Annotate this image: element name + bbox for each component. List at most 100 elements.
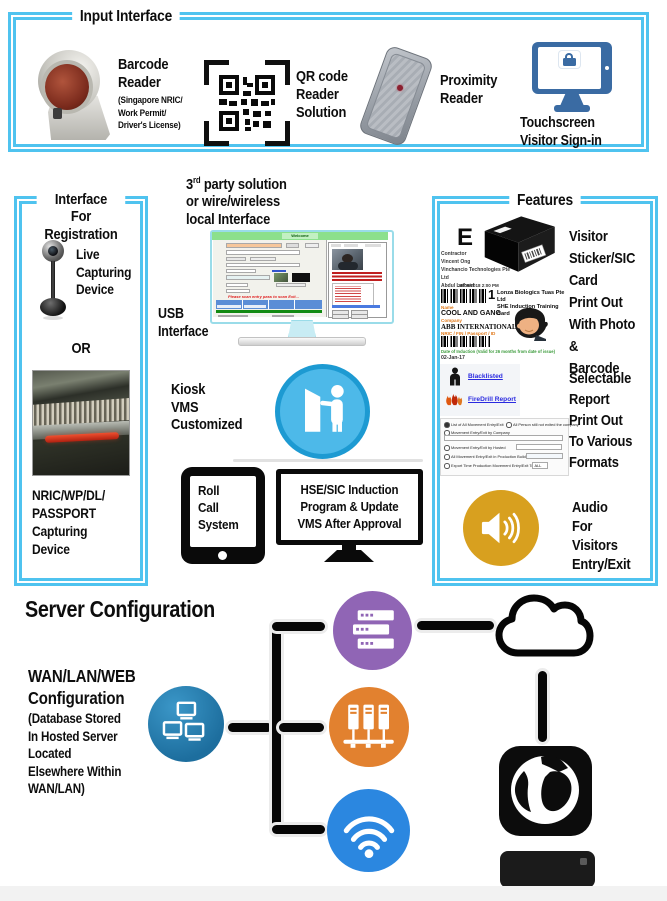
vms-field [226, 243, 282, 248]
card-barcode-bottom [441, 336, 491, 347]
report-option[interactable]: Export Time Production Movement Entry/Ex… [444, 463, 544, 469]
touchscreen-button-dot [605, 66, 609, 70]
qr-reader-label: QR code Reader Solution [296, 68, 348, 121]
input-interface-title: Input Interface [72, 8, 180, 27]
vms-field [226, 250, 300, 255]
vms-dropdown [226, 275, 270, 280]
vms-table [216, 300, 322, 309]
server-rack-glyph [343, 704, 394, 748]
registration-title: Interface For Registration [36, 191, 126, 243]
report-option[interactable]: All Movement Entry/Exit in Production Bu… [444, 454, 531, 460]
vms-link-stub [272, 270, 286, 272]
scanner-window [41, 60, 93, 114]
touchscreen-label: Touchscreen Visitor Sign-in [520, 115, 602, 149]
card-name-value: COOL AND GANG [441, 310, 501, 317]
firedrill-link[interactable]: FireDrill Report [468, 396, 516, 403]
report-option[interactable]: Movement Entry/Exit by Hosted [444, 445, 506, 451]
usb-interface-label: USB Interface [158, 306, 209, 340]
vms-monitor: Welcome Please scan entry pass to scan [210, 230, 394, 350]
card-date: 02-Jan-17 [441, 355, 465, 361]
vms-visitor-shoulders [338, 262, 358, 270]
vms-field [218, 314, 248, 317]
card-issuer-line: Lonza Biologics Tuas Pte Ltd [497, 290, 565, 303]
vms-right-panel [328, 242, 387, 319]
audio-icon [463, 490, 539, 566]
passport-capture-label: NRIC/WP/DL/ PASSPORT Capturing Device [32, 487, 106, 557]
touchscreen-stand [560, 94, 584, 106]
card-number: 1 [488, 287, 496, 302]
card-company-value: ABB INTERNATIONAL [441, 323, 517, 331]
sticker-feature-text: Visitor Sticker/SIC Card Print Out With … [569, 228, 636, 377]
vms-toolbar-chip [331, 244, 341, 247]
connector-to-wifi [272, 825, 325, 834]
report-feature-text: Selectable Report Print Out To Various F… [569, 370, 633, 471]
vms-button-chip [332, 313, 349, 319]
report-input[interactable] [516, 444, 562, 450]
vms-field [250, 257, 276, 261]
firedrill-flame-icon [446, 393, 463, 406]
report-option-label: Movement Entry/Exit by Hosted [451, 445, 506, 450]
report-dropdown-value[interactable]: ALL [532, 462, 548, 469]
report-option-label: All Movement Entry/Exit in Production Bu… [451, 454, 532, 459]
bottom-strip [0, 886, 667, 901]
wifi-icon [327, 789, 410, 872]
vms-titlebar-text: Welcome [282, 233, 318, 239]
report-option[interactable]: All Person still not exited the company [506, 422, 579, 428]
connector-trunk-vertical [272, 622, 281, 834]
vms-field [226, 263, 300, 267]
scanner-front-edge [33, 443, 129, 463]
features-box: Features E Contractor Vincent Ong Vincha… [432, 192, 658, 586]
report-input[interactable] [444, 435, 563, 441]
vms-warning-text: Please scan entry pass to scan Exit... [228, 294, 299, 299]
server-stack-icon [333, 591, 412, 670]
vms-thumb-dark [292, 273, 310, 282]
qr-corner-tr [265, 60, 290, 85]
lock-body-icon [563, 58, 576, 66]
report-option-label: List of All Movement Entry/Exit [451, 422, 504, 427]
passport-scanner-photo [32, 370, 130, 476]
vms-button-chip [351, 313, 368, 319]
kiosk-person-glyph [304, 384, 344, 432]
touchscreen-bezel [532, 42, 612, 94]
tablet-home-button [218, 551, 227, 560]
webcam-base [40, 298, 66, 316]
printout-line: Vincent Ong [441, 259, 471, 265]
connector-to-server-rack [279, 723, 324, 732]
printout-text-lines: Contractor Vincent Ong Vinchancio Techno… [441, 250, 511, 290]
webcam-lens [48, 246, 58, 256]
barcode-reader-sublabel: (Singapore NRIC/ Work Permit/ Driver's L… [118, 95, 183, 131]
card-company-label: Company [441, 318, 462, 323]
webcam-icon [38, 240, 68, 326]
barcode-scanner-icon [36, 46, 118, 142]
cloud-icon [495, 594, 594, 657]
vms-app-screenshot: Welcome Please scan entry pass to scan [212, 232, 388, 319]
radio-icon[interactable] [444, 463, 450, 469]
barcode-reader-label: Barcode Reader [118, 56, 169, 91]
radio-icon[interactable] [444, 454, 450, 460]
radio-icon[interactable] [444, 445, 450, 451]
vms-visitor-photo [332, 249, 363, 270]
blacklisted-link[interactable]: Blacklisted [468, 373, 503, 380]
card-validity: Date of Induction (Valid for 26 months f… [441, 349, 556, 354]
vms-highlight-bar [332, 305, 380, 308]
lock-shackle-icon [565, 53, 573, 59]
radio-icon[interactable] [506, 422, 512, 428]
vms-field [226, 283, 248, 287]
network-icon [148, 686, 224, 762]
report-dropdown[interactable] [526, 453, 563, 459]
rollcall-tablet-icon: Roll Call System [181, 467, 265, 564]
vms-toolbar-chip [344, 244, 358, 247]
connector-cloud-to-globe [538, 671, 547, 742]
qr-corner-tl [204, 60, 229, 85]
radio-icon[interactable] [444, 422, 450, 428]
vms-visitor-head [342, 254, 353, 263]
server-stack-glyph [352, 609, 394, 649]
report-option[interactable]: List of All Movement Entry/Exit [444, 422, 504, 428]
kiosk-icon [275, 364, 370, 459]
vms-field [305, 243, 319, 248]
vms-table-cell [244, 305, 266, 308]
speaker-glyph [481, 512, 520, 544]
card-issuer: Lonza Biologics Tuas Pte Ltd SHE Inducti… [497, 290, 567, 318]
hse-monitor-neck [342, 545, 356, 551]
